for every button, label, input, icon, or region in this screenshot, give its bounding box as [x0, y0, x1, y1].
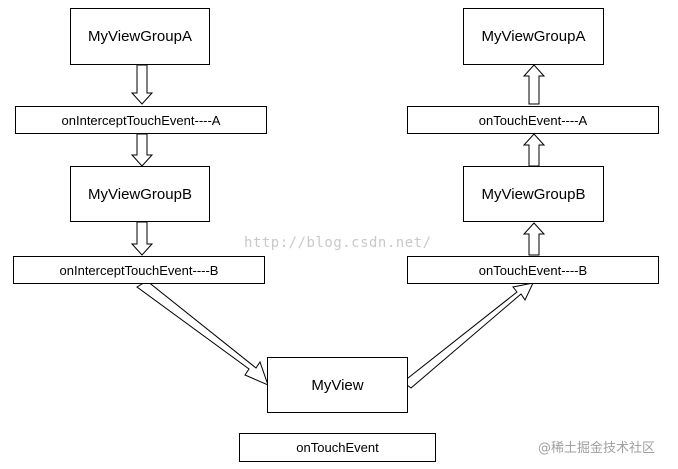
watermark-url: http://blog.csdn.net/: [244, 235, 432, 251]
left-intercept-b-box: onInterceptTouchEvent----B: [13, 256, 265, 284]
right-myviewgroup-a-box: MyViewGroupA: [463, 8, 604, 65]
arrow-up-touch-a-to-a: [522, 64, 546, 105]
arrow-down-b-to-intercept-b: [130, 221, 154, 256]
arrow-diagonal-from-myview: [402, 282, 534, 389]
myview-box: MyView: [267, 357, 408, 413]
arrow-up-touch-b-to-b: [522, 222, 546, 256]
right-myviewgroup-b-box: MyViewGroupB: [463, 166, 604, 222]
arrow-down-intercept-a-to-b: [130, 133, 154, 167]
right-touch-b-box: onTouchEvent----B: [407, 256, 659, 284]
arrow-up-b-to-touch-a: [522, 133, 546, 167]
credit-text: @稀土掘金技术社区: [538, 441, 656, 456]
arrow-diagonal-to-myview: [136, 280, 269, 386]
arrow-down-a-to-intercept-a: [130, 64, 154, 105]
myview-touch-box: onTouchEvent: [239, 433, 436, 462]
left-myviewgroup-b-box: MyViewGroupB: [70, 166, 210, 222]
left-myviewgroup-a-box: MyViewGroupA: [70, 8, 210, 65]
right-touch-a-box: onTouchEvent----A: [407, 106, 659, 134]
left-intercept-a-box: onInterceptTouchEvent----A: [15, 106, 267, 134]
